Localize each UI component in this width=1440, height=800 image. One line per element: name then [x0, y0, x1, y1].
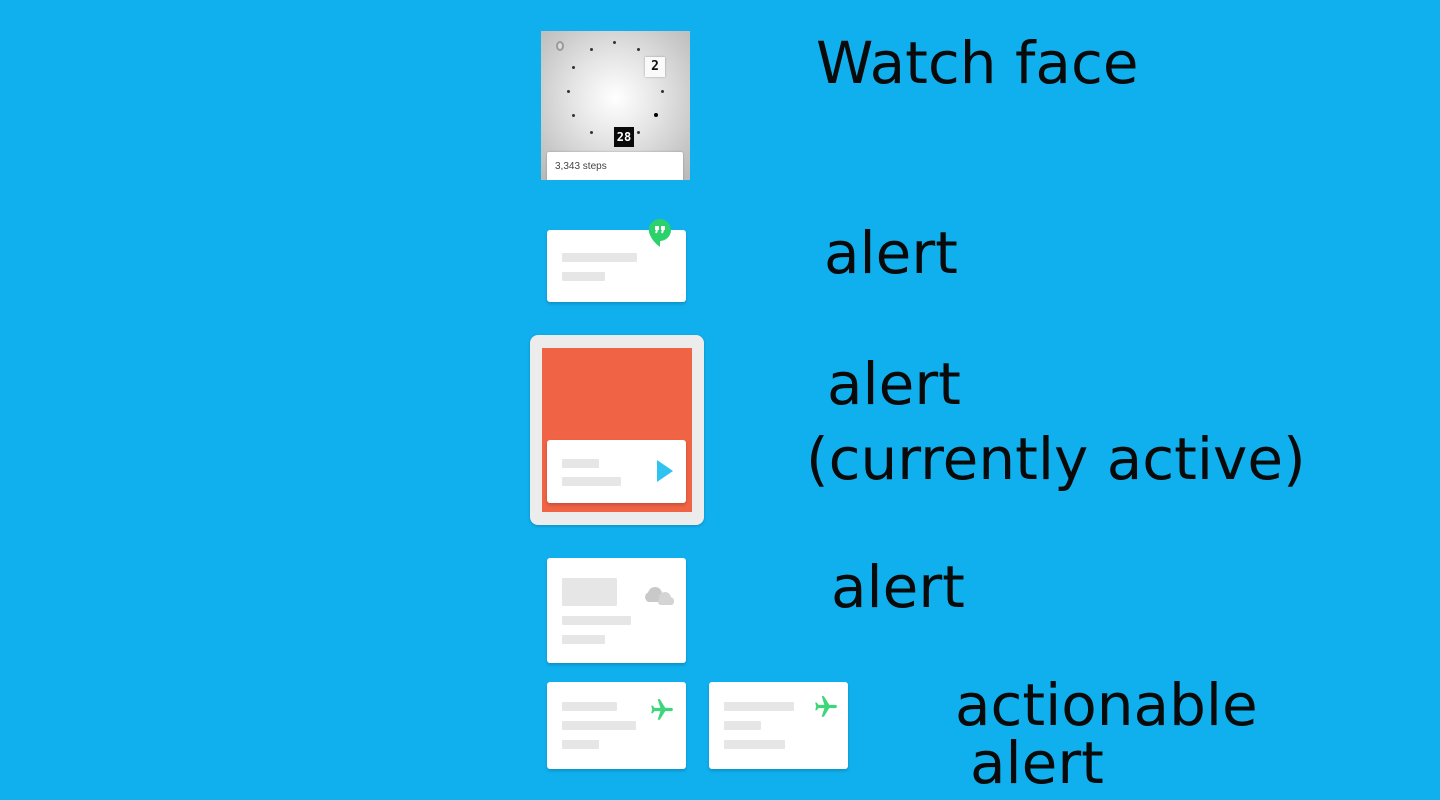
- placeholder-line: [562, 459, 599, 468]
- placeholder-line: [724, 702, 794, 711]
- tick-mark: [572, 114, 575, 117]
- placeholder-line: [562, 477, 621, 486]
- alert-card-hangouts: [547, 230, 686, 302]
- placeholder-line: [724, 740, 785, 749]
- watch-status-icon: [556, 41, 564, 51]
- placeholder-line: [562, 721, 636, 730]
- placeholder-line: [724, 721, 761, 730]
- tick-mark: [661, 90, 664, 93]
- tick-mark: [637, 48, 640, 51]
- tick-mark: [567, 90, 570, 93]
- tick-mark: [572, 66, 575, 69]
- alert-label-2-sub: (currently active): [806, 425, 1306, 493]
- alert-label-3: alert: [831, 553, 965, 621]
- actionable-alert-card-1[interactable]: [547, 682, 686, 769]
- placeholder-line: [562, 635, 605, 644]
- actionable-alert-label: actionable: [955, 671, 1258, 739]
- placeholder-line: [562, 616, 631, 625]
- active-alert-card[interactable]: [547, 440, 686, 503]
- steps-card: 3,343 steps: [547, 152, 683, 180]
- tick-mark: [613, 41, 616, 44]
- active-alert-frame: [530, 335, 704, 525]
- tick-mark: [590, 48, 593, 51]
- hangouts-icon: [648, 218, 672, 248]
- placeholder-line: [562, 740, 599, 749]
- tick-mark: [654, 113, 658, 117]
- watch-face-label: Watch face: [816, 29, 1139, 97]
- watch-face: 2 28 3,343 steps: [541, 31, 690, 180]
- placeholder-line: [562, 253, 637, 262]
- alert-card-weather: [547, 558, 686, 663]
- steps-text: 3,343 steps: [555, 161, 607, 172]
- tick-mark: [637, 131, 640, 134]
- cloud-icon: [643, 582, 675, 612]
- placeholder-line: [562, 272, 605, 281]
- tick-mark: [590, 131, 593, 134]
- alert-label-2: alert: [827, 350, 961, 418]
- play-icon[interactable]: [656, 459, 674, 487]
- airplane-icon: [813, 694, 839, 724]
- airplane-icon: [649, 697, 675, 727]
- placeholder-line: [562, 702, 617, 711]
- date-number: 28: [614, 127, 634, 147]
- placeholder-block: [562, 578, 617, 606]
- actionable-alert-card-2[interactable]: [709, 682, 848, 769]
- alert-label-1: alert: [824, 219, 958, 287]
- actionable-alert-label-2: alert: [970, 729, 1104, 797]
- hour-number: 2: [645, 57, 665, 77]
